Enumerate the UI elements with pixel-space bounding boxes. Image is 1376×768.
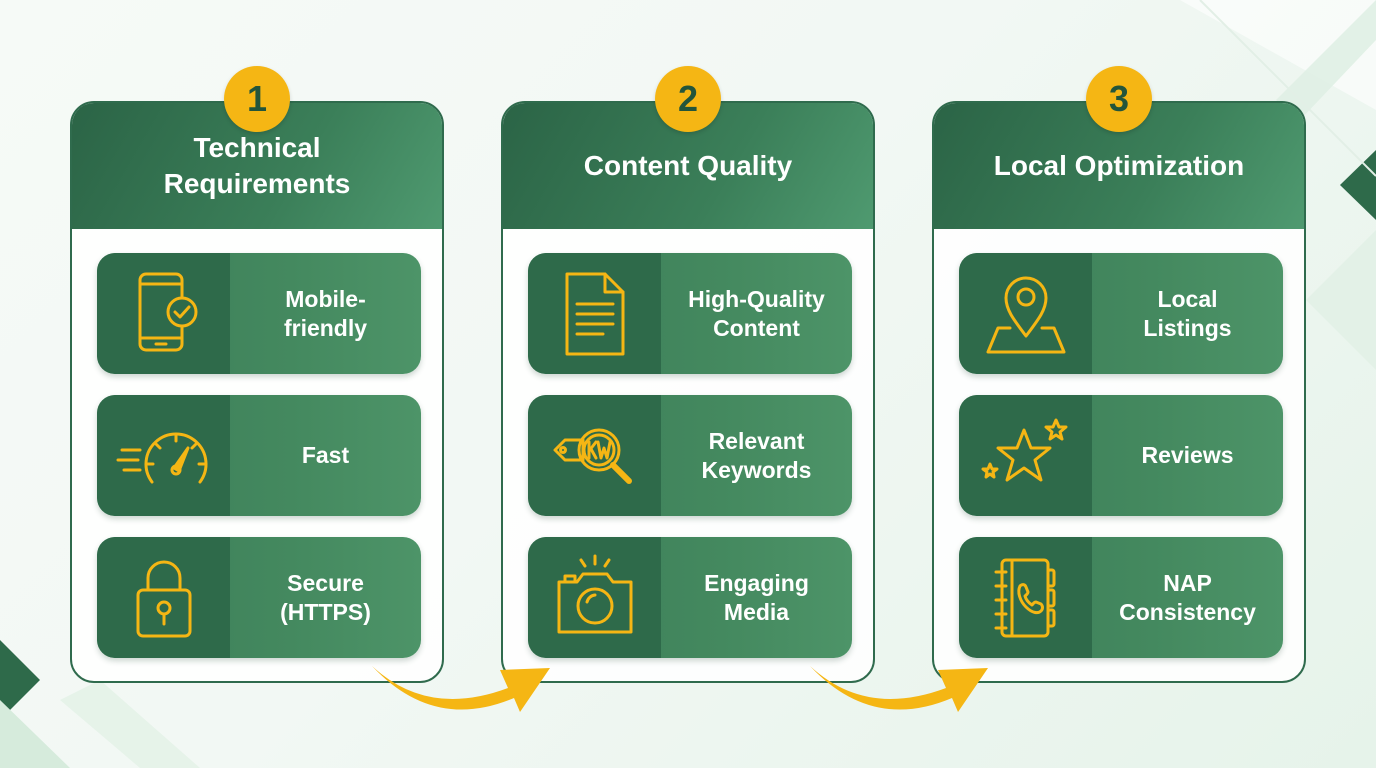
step-2-badge: 2 (655, 66, 721, 132)
mobile-check-icon (138, 272, 197, 351)
step-1-title: Technical Requirements (163, 132, 351, 199)
step-1-card: Technical Requirements Mobile-friendly (70, 101, 444, 683)
step-3-badge: 3 (1086, 66, 1152, 132)
step-3-title: Local Optimization (993, 150, 1245, 181)
item-label-fast: Fast (301, 442, 350, 468)
step-3-card: Local Optimization Local Listings (932, 101, 1306, 683)
address-book-icon (994, 558, 1055, 637)
step-3-header: Local Optimization (934, 103, 1304, 229)
speedometer-icon (116, 432, 207, 483)
step-2-card: Content Quality High-Quality Content (501, 101, 875, 683)
step-1-badge: 1 (224, 66, 290, 132)
padlock-icon (136, 560, 191, 637)
item-high-quality-content: High-Quality Content (528, 253, 852, 374)
item-mobile-friendly: Mobile-friendly (97, 253, 421, 374)
item-label-engaging-media: Engaging Media (704, 569, 809, 625)
step-2-title: Content Quality (583, 150, 793, 181)
item-local-listings: Local Listings (959, 253, 1283, 374)
item-label-relevant-keywords: Relevant Keywords (701, 427, 812, 483)
item-nap-consistency: NAP Consistency (959, 537, 1283, 658)
item-label-mobile-friendly: Mobile-friendly (283, 285, 368, 341)
item-label-local-listings: Local Listings (1143, 285, 1232, 341)
map-pin-icon (986, 276, 1065, 353)
keyword-search-icon (553, 428, 632, 484)
item-engaging-media: Engaging Media (528, 537, 852, 658)
item-reviews: Reviews (959, 395, 1283, 516)
item-secure-https: Secure (HTTPS) (97, 537, 421, 658)
item-label-reviews: Reviews (1141, 442, 1234, 468)
item-fast: Fast (97, 395, 421, 516)
arrow-step-1-to-2 (372, 666, 550, 712)
camera-icon (557, 554, 632, 633)
item-label-high-quality-content: High-Quality Content (688, 285, 825, 341)
item-label-nap-consistency: NAP Consistency (1119, 569, 1256, 625)
arrow-step-2-to-3 (810, 666, 988, 712)
document-icon (565, 272, 624, 355)
item-label-secure-https: Secure (HTTPS) (280, 569, 371, 625)
item-relevant-keywords: Relevant Keywords (528, 395, 852, 516)
stars-icon (981, 418, 1067, 481)
